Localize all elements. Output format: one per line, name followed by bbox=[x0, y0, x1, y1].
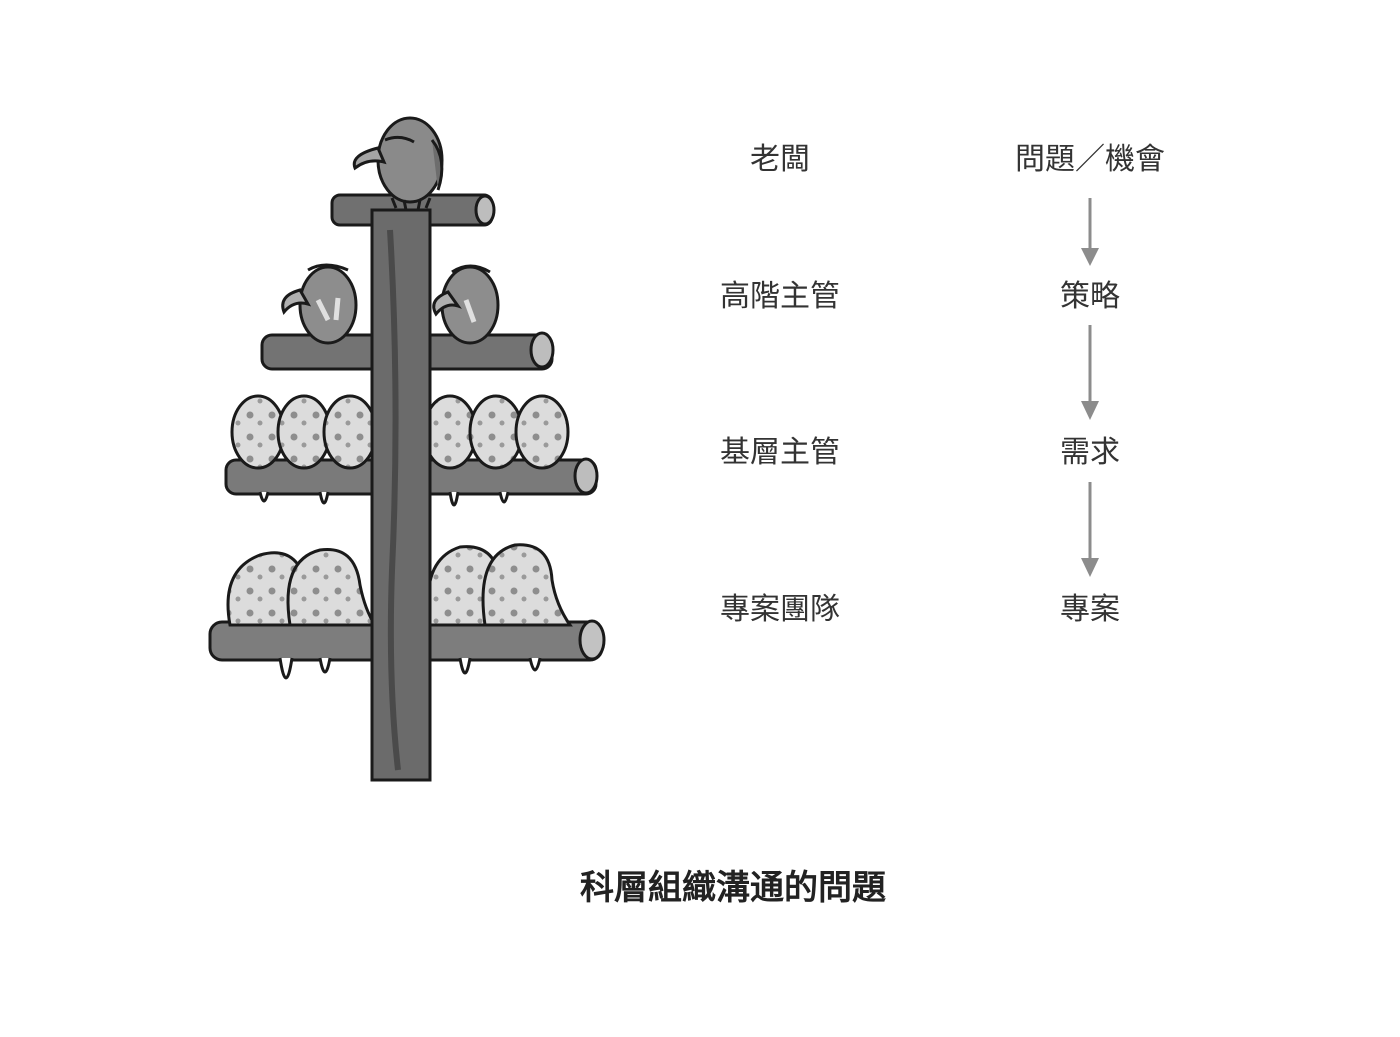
down-arrow-icon bbox=[1081, 325, 1099, 420]
boss-bird-icon bbox=[352, 116, 444, 211]
flow-label-problem-opportunity: 問題／機會 bbox=[1015, 142, 1165, 177]
senior-bird-icon bbox=[281, 263, 358, 345]
flow-label-requirements: 需求 bbox=[1060, 435, 1120, 470]
role-label-senior-management: 高階主管 bbox=[720, 279, 840, 314]
role-label-project-team: 專案團隊 bbox=[720, 592, 840, 627]
flow-label-strategy: 策略 bbox=[1060, 279, 1120, 314]
manager-birds-icon bbox=[230, 394, 570, 470]
role-label-line-management: 基層主管 bbox=[720, 435, 840, 470]
flow-label-project: 專案 bbox=[1060, 592, 1120, 627]
team-birds-icon bbox=[226, 543, 573, 627]
pole bbox=[370, 208, 432, 782]
senior-bird-icon bbox=[432, 264, 500, 345]
role-label-boss: 老闆 bbox=[750, 142, 810, 177]
hierarchy-tree-illustration bbox=[208, 116, 606, 782]
figure-caption: 科層組織溝通的問題 bbox=[580, 868, 886, 908]
down-arrow-icon bbox=[1081, 482, 1099, 577]
down-arrow-icon bbox=[1081, 198, 1099, 266]
